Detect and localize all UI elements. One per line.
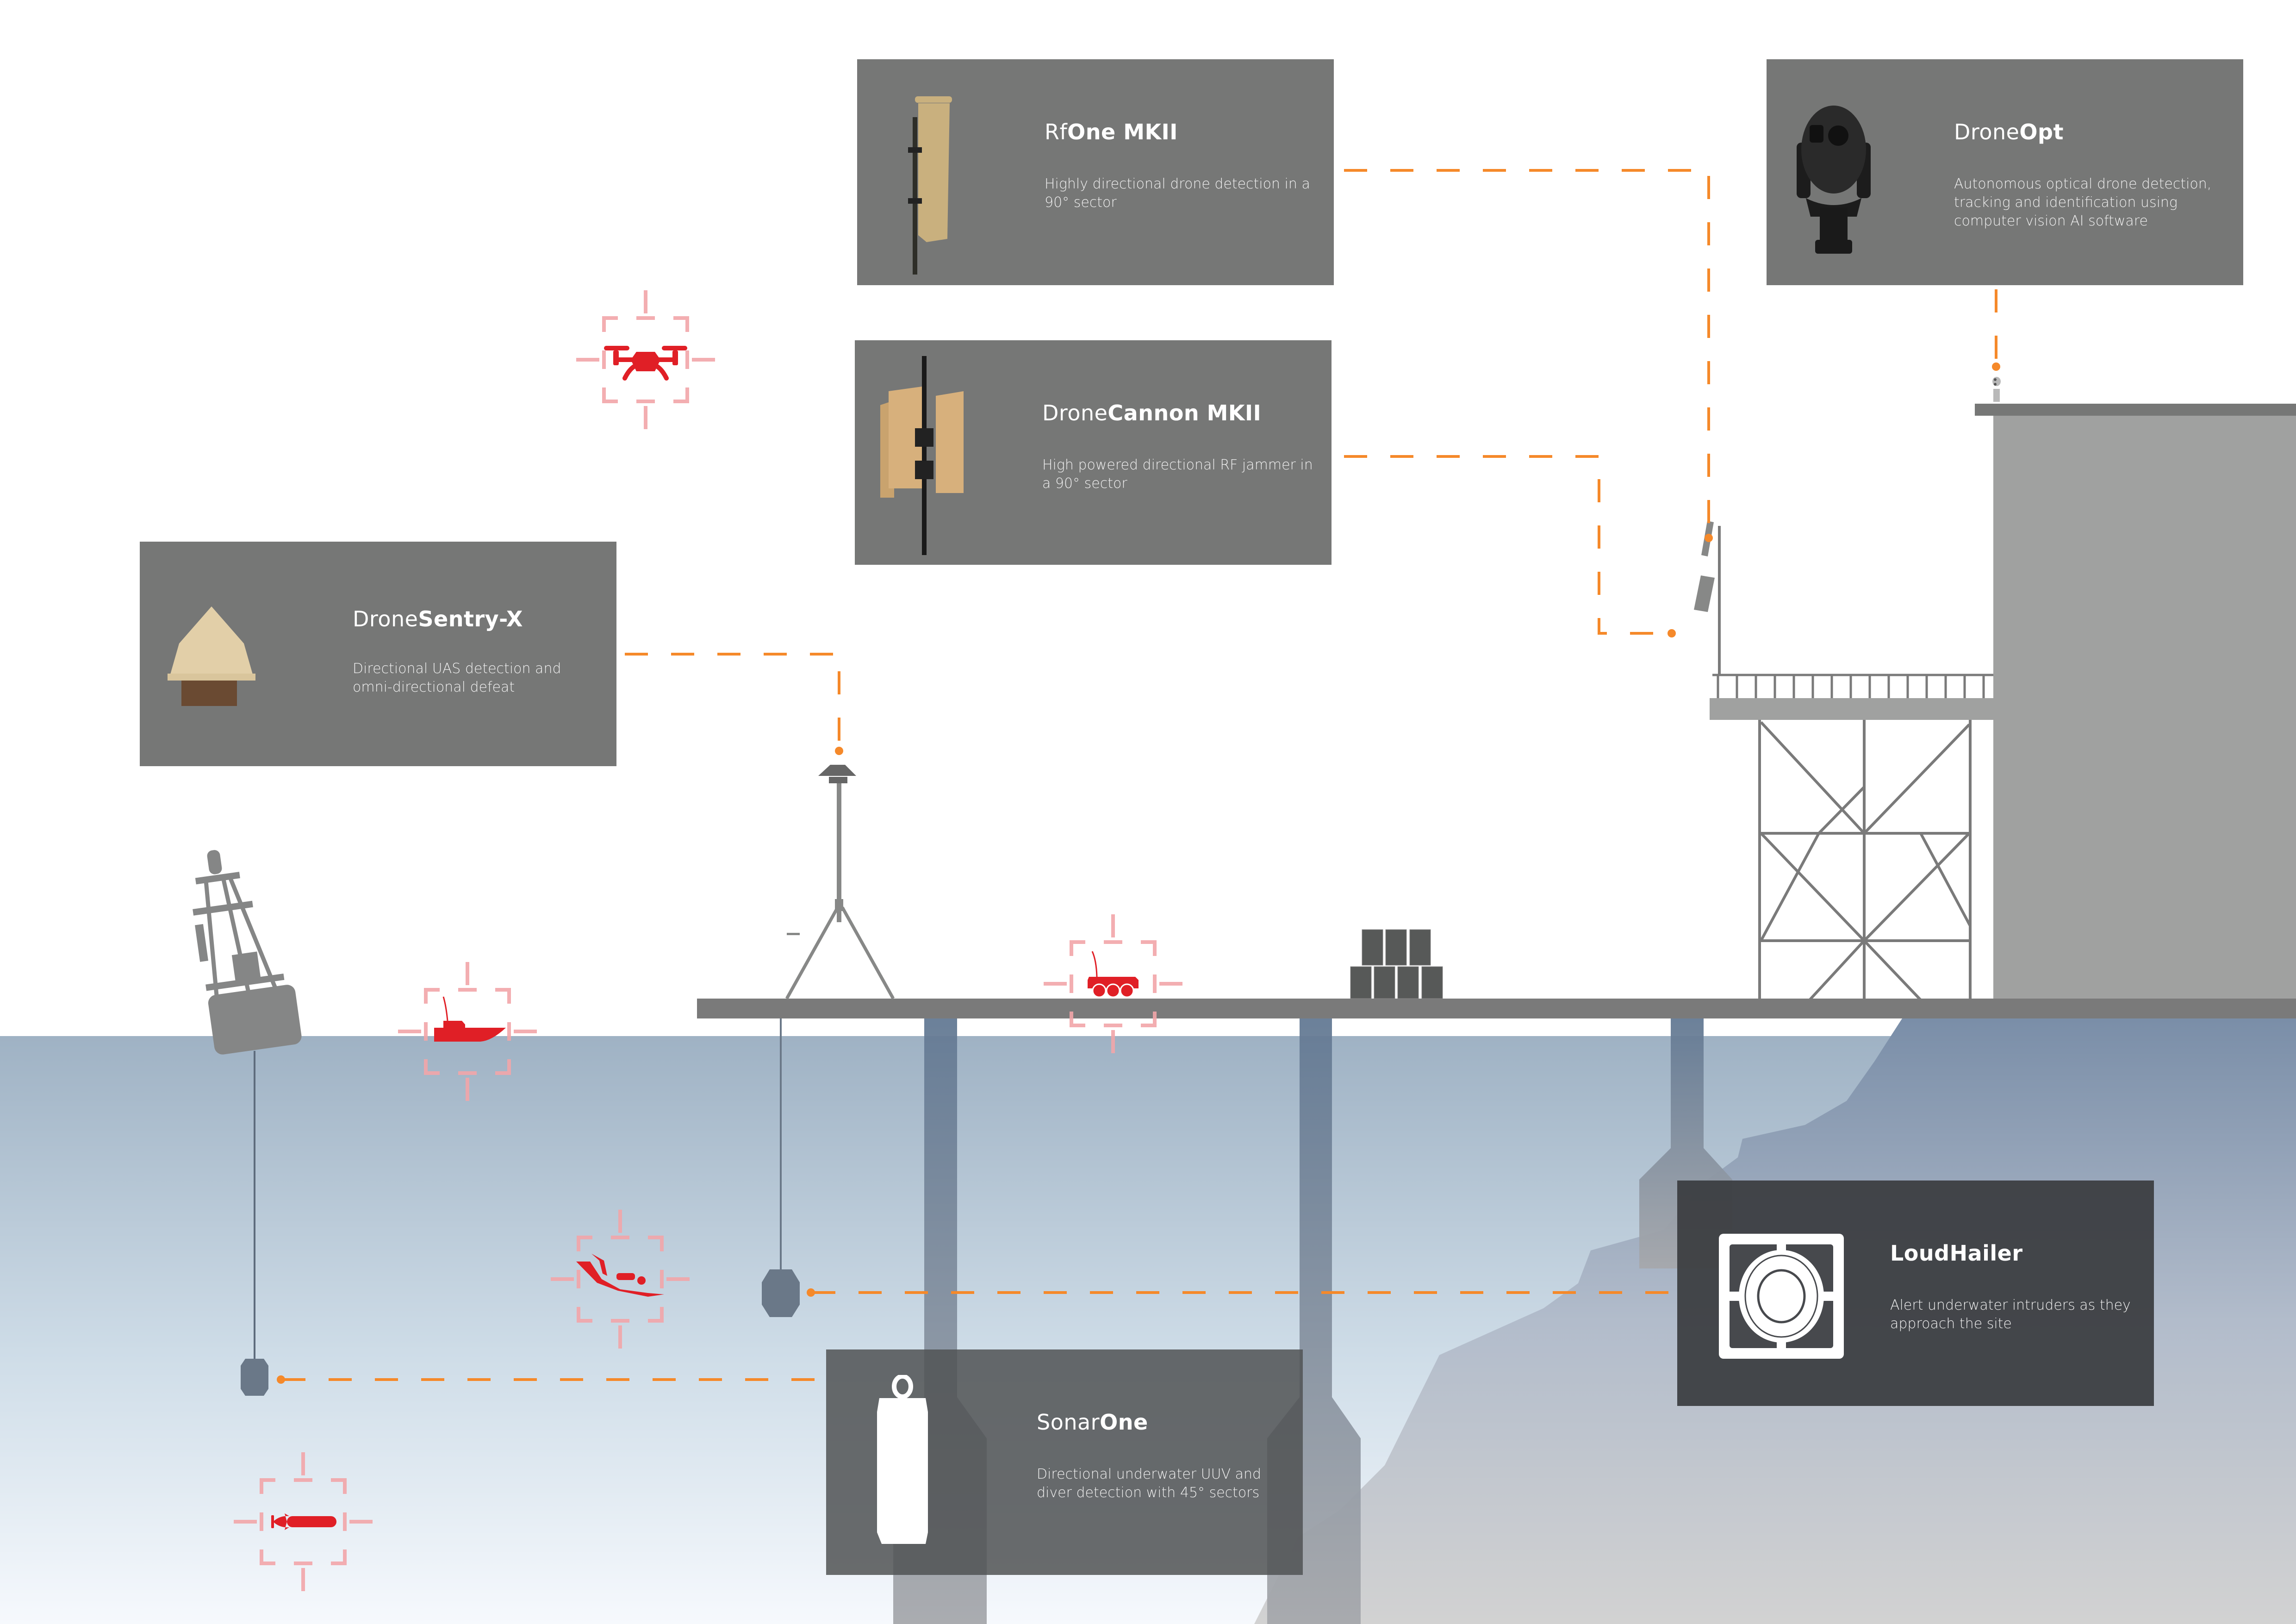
navigation-buoy [193,850,302,1396]
tripod-sensor [785,765,895,999]
scuba-diver-icon [551,1210,690,1349]
ground-robot-icon [1044,914,1182,1053]
product-title: RfOne MKII [1045,119,1178,144]
product-card-droneopt[interactable]: DroneOpt Autonomous optical drone detect… [1767,59,2243,285]
product-title: LoudHailer [1890,1241,2023,1266]
product-card-dronesentry[interactable]: DroneSentry-X Directional UAS detection … [140,542,616,766]
torpedo-uuv-icon [234,1452,373,1591]
hanging-speaker [762,1018,800,1317]
connector-dronesentry [625,653,840,750]
connector-rfone [1344,169,1710,537]
product-title: SonarOne [1037,1410,1148,1435]
dome-sensor-image [168,606,255,706]
product-description: High powered directional RF jammer in a … [1042,457,1313,492]
ptz-camera-image [1797,106,1871,254]
connector-dronecannon [1344,455,1671,635]
product-description: Highly directional drone detection in a … [1045,176,1310,211]
platform-deck [1710,698,1993,720]
loudhailer-icon [1719,1234,1844,1359]
connector-lines [282,169,1997,1381]
building-roof [1975,404,2296,416]
unmanned-boat-icon [398,962,537,1101]
product-description: Alert underwater intruders as they appro… [1890,1297,2131,1332]
railing-posts [1717,675,1985,698]
product-description: Directional UAS detection and omni-direc… [353,661,561,695]
rfone-antenna-image [908,96,952,275]
mast-jammer [1694,575,1715,612]
pier-deck [697,999,2296,1018]
product-description: Directional underwater UUV and diver det… [1037,1466,1262,1501]
connector-endpoints [277,362,2000,1384]
sonar-canister-icon [877,1375,928,1544]
product-title: DroneSentry-X [353,606,523,631]
product-title: DroneOpt [1954,119,2064,144]
rooftop-camera [1992,377,2001,402]
cargo-crates [1350,929,1443,999]
rf-jammer-image [880,356,964,555]
product-card-sonarone[interactable]: SonarOne Directional underwater UUV and … [826,1349,1303,1575]
quadcopter-drone-icon [576,290,715,429]
product-card-rfone[interactable]: RfOne MKII Highly directional drone dete… [857,59,1334,285]
threat-markers [234,290,1182,1591]
product-description: Autonomous optical drone detection, trac… [1954,176,2212,229]
lattice-tower [1758,720,1972,1001]
mast-sensors [1694,521,1721,675]
buoy-sonar [241,1359,268,1396]
product-card-loudhailer[interactable]: LoudHailer Alert underwater intruders as… [1677,1181,2154,1406]
product-title: DroneCannon MKII [1042,400,1262,425]
building-wall [1993,404,2296,1006]
product-card-dronecannon[interactable]: DroneCannon MKII High powered directiona… [855,340,1332,565]
